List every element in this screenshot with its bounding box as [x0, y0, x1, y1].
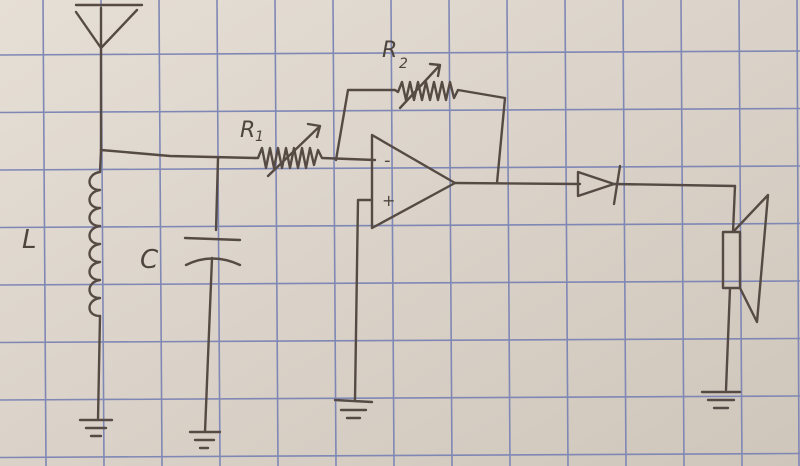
- grid-line-horizontal: [0, 165, 800, 171]
- grid-line-horizontal: [0, 107, 800, 114]
- grid-line-horizontal: [0, 280, 800, 286]
- opamp-symbol: [333, 133, 582, 420]
- antenna-symbol: [74, 3, 144, 152]
- grid-line-vertical: [796, 0, 800, 466]
- diode-symbol: [576, 164, 737, 206]
- r1-label: R: [240, 118, 255, 143]
- wire-node: [99, 148, 257, 232]
- grid-line-horizontal: [0, 452, 800, 459]
- grid-line-vertical: [390, 0, 395, 466]
- grid-line-horizontal: [0, 50, 800, 56]
- grid-line-horizontal: [0, 337, 800, 344]
- speaker-symbol: [700, 184, 770, 410]
- grid-line-vertical: [332, 0, 337, 466]
- inductor-symbol: [78, 148, 114, 438]
- grid-line-horizontal: [0, 395, 800, 401]
- grid-line-vertical: [216, 0, 221, 466]
- grid-line-vertical: [42, 0, 47, 466]
- resistor-r1-symbol: [253, 122, 377, 178]
- grid-line-horizontal: [0, 222, 800, 229]
- inductor-label: L: [22, 225, 37, 255]
- capacitor-symbol: [183, 236, 242, 450]
- r2-label: R: [382, 38, 397, 63]
- opamp-inverting-input: -: [384, 150, 391, 171]
- grid-line-vertical: [622, 0, 627, 466]
- opamp-noninverting-input: +: [382, 191, 395, 210]
- grid-line-vertical: [448, 0, 453, 466]
- grid-line-vertical: [680, 0, 685, 466]
- grid-line-vertical: [506, 0, 511, 466]
- r1-subscript: 1: [255, 129, 264, 145]
- grid-line-vertical: [274, 0, 279, 466]
- r2-subscript: 2: [399, 56, 408, 72]
- capacitor-label: C: [140, 245, 159, 275]
- grid-line-vertical: [564, 0, 569, 466]
- grid-line-vertical: [158, 0, 163, 466]
- resistor-r2-symbol: [334, 62, 507, 185]
